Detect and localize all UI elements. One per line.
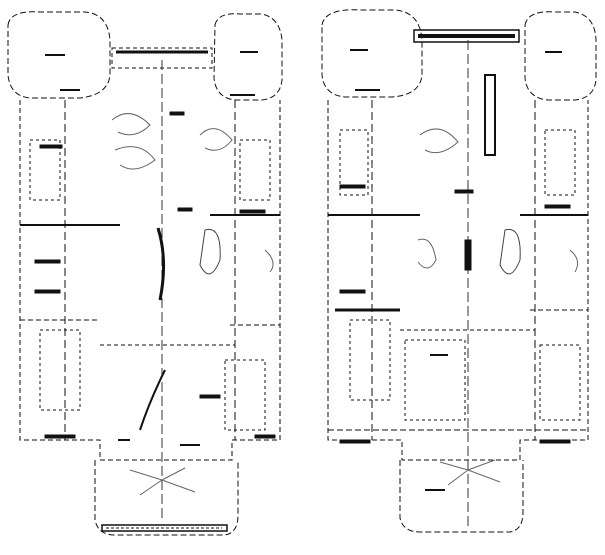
- wing-bottom-right: [399, 460, 524, 533]
- wing-bottom-left: [94, 460, 239, 536]
- wing-top-left: [7, 11, 111, 99]
- floor-plan-left: [7, 11, 283, 536]
- main-body-left: [19, 100, 281, 461]
- wing-top-right-r: [524, 11, 597, 101]
- floor-plan-right: [321, 9, 597, 533]
- wing-top-left-r: [321, 9, 423, 98]
- top-hall-r: [413, 29, 520, 43]
- main-body-right: [327, 100, 589, 461]
- wing-top-right: [213, 13, 283, 101]
